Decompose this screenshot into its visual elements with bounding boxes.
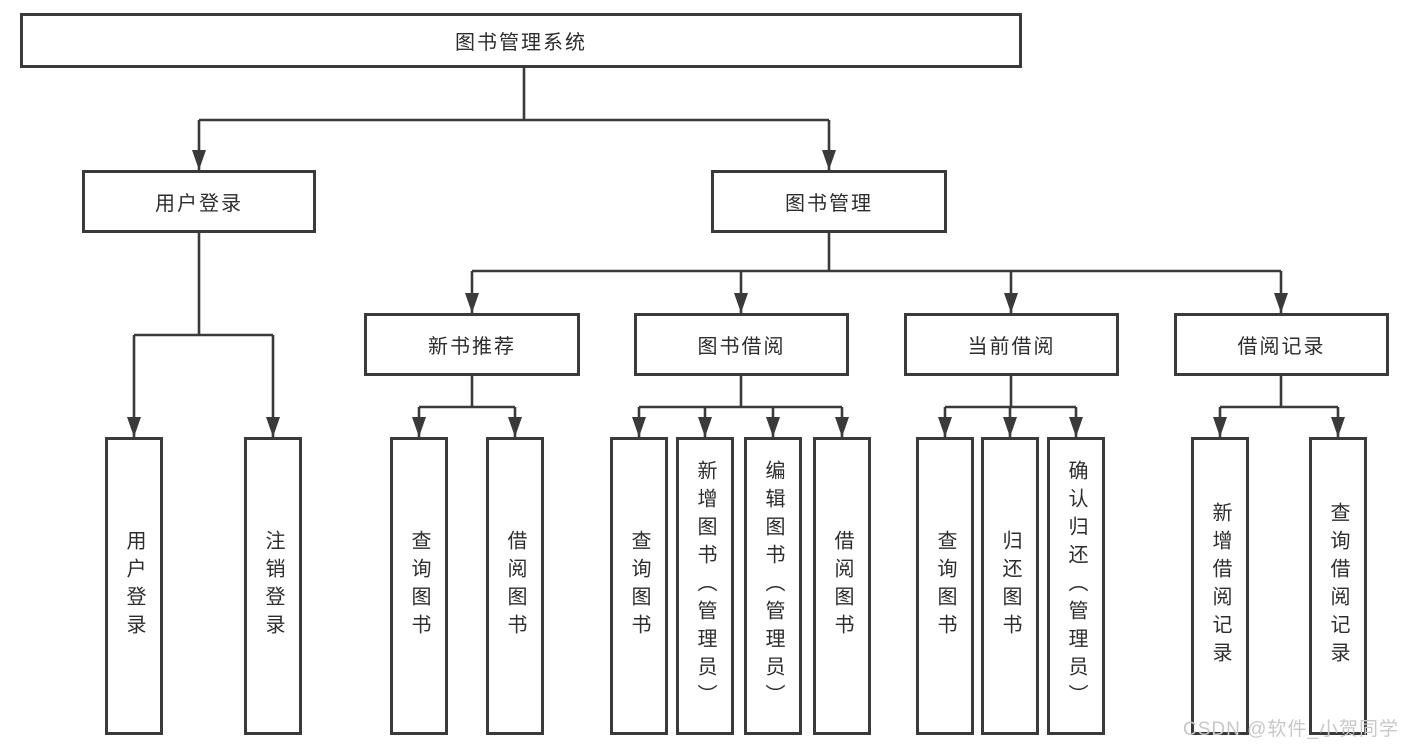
node-user-login: 用户登录 [82, 170, 316, 233]
node-book-borrow: 图书借阅 [634, 313, 849, 376]
leaf-logout: 注销登录 [244, 437, 302, 735]
leaf-edit-books-admin: 编辑图书（管理员） [744, 437, 802, 735]
leaf-add-borrow-record: 新增借阅记录 [1191, 437, 1249, 735]
leaf-confirm-return-admin: 确认归还（管理员） [1047, 437, 1105, 735]
leaf-query-books-current: 查询图书 [916, 437, 974, 735]
leaf-query-books-recommend: 查询图书 [390, 437, 448, 735]
leaf-borrow-books: 借阅图书 [813, 437, 871, 735]
leaf-return-books: 归还图书 [981, 437, 1039, 735]
node-borrow-record: 借阅记录 [1174, 313, 1389, 376]
node-current-borrow: 当前借阅 [904, 313, 1119, 376]
node-book-management: 图书管理 [711, 170, 947, 233]
leaf-query-books-borrow: 查询图书 [610, 437, 668, 735]
node-root-system: 图书管理系统 [20, 13, 1022, 68]
leaf-user-login: 用户登录 [105, 437, 163, 735]
leaf-add-books-admin: 新增图书（管理员） [676, 437, 734, 735]
node-new-book-recommend: 新书推荐 [364, 313, 580, 376]
leaf-query-borrow-record: 查询借阅记录 [1309, 437, 1367, 735]
leaf-borrow-books-recommend: 借阅图书 [486, 437, 544, 735]
